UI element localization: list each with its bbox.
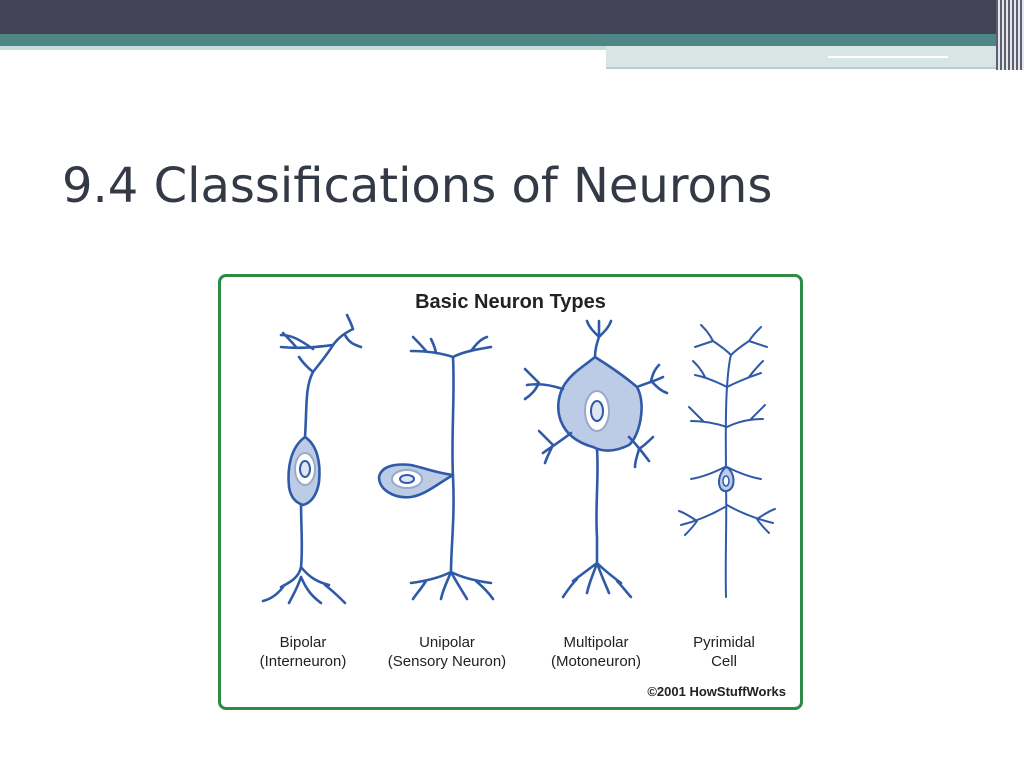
caption-multipolar-line2: (Motoneuron) [529,652,663,671]
caption-pyramidal: Pyrimidal Cell [669,633,779,671]
caption-bipolar: Bipolar (Interneuron) [241,633,365,671]
caption-multipolar: Multipolar (Motoneuron) [529,633,663,671]
caption-bipolar-line1: Bipolar [241,633,365,652]
header-teal-band [0,34,1000,46]
header-right-stripes [996,0,1024,70]
multipolar-neuron-drawing [525,321,667,597]
unipolar-neuron-drawing [379,337,493,599]
figure-credit: ©2001 HowStuffWorks [647,684,786,699]
neuron-types-figure: Basic Neuron Types [218,274,803,710]
header-tab-line [828,56,948,58]
slide-title: 9.4 Classifications of Neurons [62,158,772,214]
caption-unipolar-line2: (Sensory Neuron) [369,652,525,671]
caption-unipolar-line1: Unipolar [369,633,525,652]
caption-unipolar: Unipolar (Sensory Neuron) [369,633,525,671]
caption-pyramidal-line2: Cell [669,652,779,671]
caption-multipolar-line1: Multipolar [529,633,663,652]
caption-bipolar-line2: (Interneuron) [241,652,365,671]
header-dark-bar [0,0,1024,34]
caption-pyramidal-line1: Pyrimidal [669,633,779,652]
bipolar-neuron-drawing [263,315,361,603]
pyramidal-neuron-drawing [679,325,775,597]
